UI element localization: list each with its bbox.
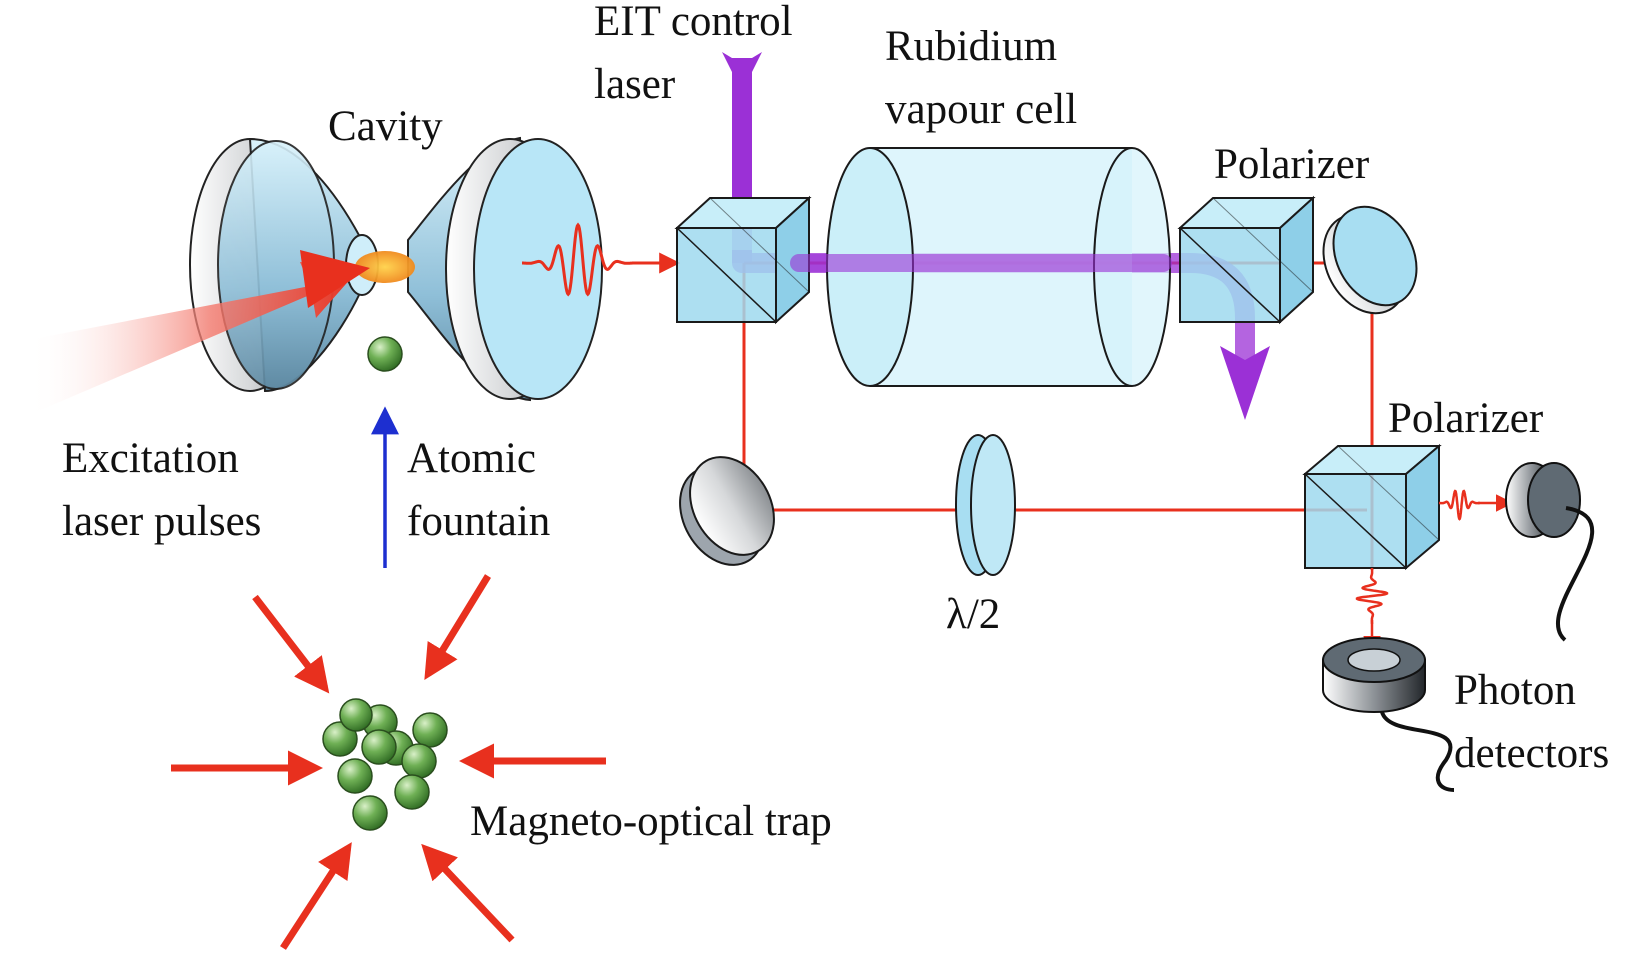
label-polarizer-top: Polarizer <box>1214 141 1369 188</box>
mot-atom-cloud <box>322 698 448 831</box>
magneto-optical-trap <box>171 574 606 950</box>
eit-beam-in-cell <box>790 254 1172 272</box>
polarizer-cube-top <box>1177 195 1316 325</box>
cavity-atom <box>367 336 403 372</box>
label-rubidium-vapour-cell: Rubidium vapour cell <box>885 23 1077 133</box>
label-eit-control-laser: EIT control laser <box>594 0 803 108</box>
beam-splitter-cube-eit <box>674 195 812 325</box>
label-magneto-optical-trap: Magneto-optical trap <box>470 798 832 845</box>
mot-cooling-beams <box>171 574 606 950</box>
label-excitation-laser-pulses: Excitation laser pulses <box>62 435 261 545</box>
photon-detector-bottom <box>1322 637 1455 792</box>
label-photon-detectors: Photon detectors <box>1454 667 1609 777</box>
mirror-bottom-left <box>679 456 775 566</box>
half-wave-plate <box>955 434 1016 576</box>
polarizer-cube-bottom <box>1302 443 1442 571</box>
excitation-laser-beam <box>28 250 370 412</box>
photon-detector-right <box>1505 462 1594 642</box>
cavity-field-glow <box>355 251 415 283</box>
label-polarizer-bottom: Polarizer <box>1388 395 1543 442</box>
mirror-top-right <box>1322 205 1418 315</box>
label-half-wave-plate: λ/2 <box>946 591 1000 638</box>
cavity-right-mirror <box>407 136 603 402</box>
label-cavity: Cavity <box>328 103 443 150</box>
emitted-photon-wavepacket <box>522 222 681 297</box>
label-atomic-fountain: Atomic fountain <box>407 435 550 545</box>
